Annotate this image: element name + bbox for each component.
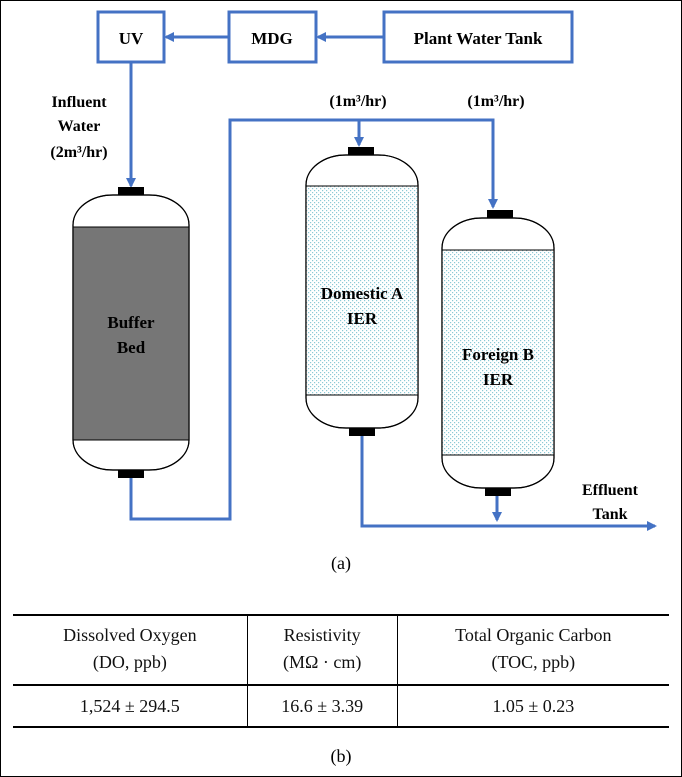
domestic-ier-label-line2: IER [347, 309, 378, 328]
header-resistivity: Resistivity (MΩ · cm) [246, 614, 398, 686]
header-toc: Total Organic Carbon (TOC, ppb) [396, 614, 669, 686]
cell-toc-value: 1.05 ± 0.23 [396, 685, 669, 728]
buffer-to-ier-pipe [129, 118, 498, 521]
foreign-ier-label-line1: Foreign B [462, 345, 534, 364]
domestic-ier-vessel [305, 154, 419, 429]
effluent-pipe [360, 436, 657, 531]
buffer-inlet-nozzle [118, 187, 144, 195]
buffer-bed-vessel [72, 194, 190, 471]
buffer-bed-label-line2: Bed [117, 338, 146, 357]
header-line1: Total Organic Carbon [455, 625, 612, 645]
flow-label-foreign: (1m³/hr) [467, 93, 524, 110]
effluent-label-line1: Effluent [582, 482, 639, 499]
mdg-box [227, 10, 318, 64]
caption-a: (a) [331, 553, 351, 573]
caption-b: (b) [330, 746, 352, 766]
table-row: 1,524 ± 294.5 16.6 ± 3.39 1.05 ± 0.23 [13, 685, 669, 728]
domestic-ier-label-line1: Domestic A [321, 284, 404, 303]
flow-label-domestic: (1m³/hr) [329, 93, 386, 110]
foreign-inlet-nozzle [487, 210, 513, 218]
plant-water-tank-box [382, 10, 574, 64]
plant-water-tank-label: Plant Water Tank [414, 29, 543, 48]
uv-label: UV [119, 29, 144, 48]
influent-flow-label: (2m³/hr) [50, 144, 107, 161]
process-diagram: UV MDG Plant Water Tank Influent Water (… [50, 10, 657, 531]
influent-label-line2: Water [58, 118, 101, 135]
header-line1: Resistivity [283, 625, 361, 645]
header-line2: (DO, ppb) [92, 652, 167, 672]
domestic-inlet-nozzle [348, 147, 374, 155]
foreign-outlet-nozzle [485, 488, 511, 496]
mdg-label: MDG [251, 29, 293, 48]
foreign-ier-label-line2: IER [483, 370, 514, 389]
header-line2: (TOC, ppb) [491, 652, 576, 672]
header-line2: (MΩ · cm) [282, 652, 362, 672]
effluent-label-line2: Tank [593, 506, 628, 523]
table-header-row: Dissolved Oxygen (DO, ppb) Resistivity (… [13, 614, 669, 686]
header-dissolved-oxygen: Dissolved Oxygen (DO, ppb) [13, 614, 248, 686]
header-line1: Dissolved Oxygen [63, 625, 197, 645]
results-table: Dissolved Oxygen (DO, ppb) Resistivity (… [13, 614, 669, 728]
domestic-outlet-nozzle [349, 428, 375, 436]
cell-do-value: 1,524 ± 294.5 [13, 685, 248, 728]
influent-label-line1: Influent [51, 94, 107, 111]
buffer-bed-label-line1: Buffer [107, 313, 155, 332]
buffer-outlet-nozzle [118, 470, 144, 478]
cell-resistivity-value: 16.6 ± 3.39 [246, 685, 398, 728]
